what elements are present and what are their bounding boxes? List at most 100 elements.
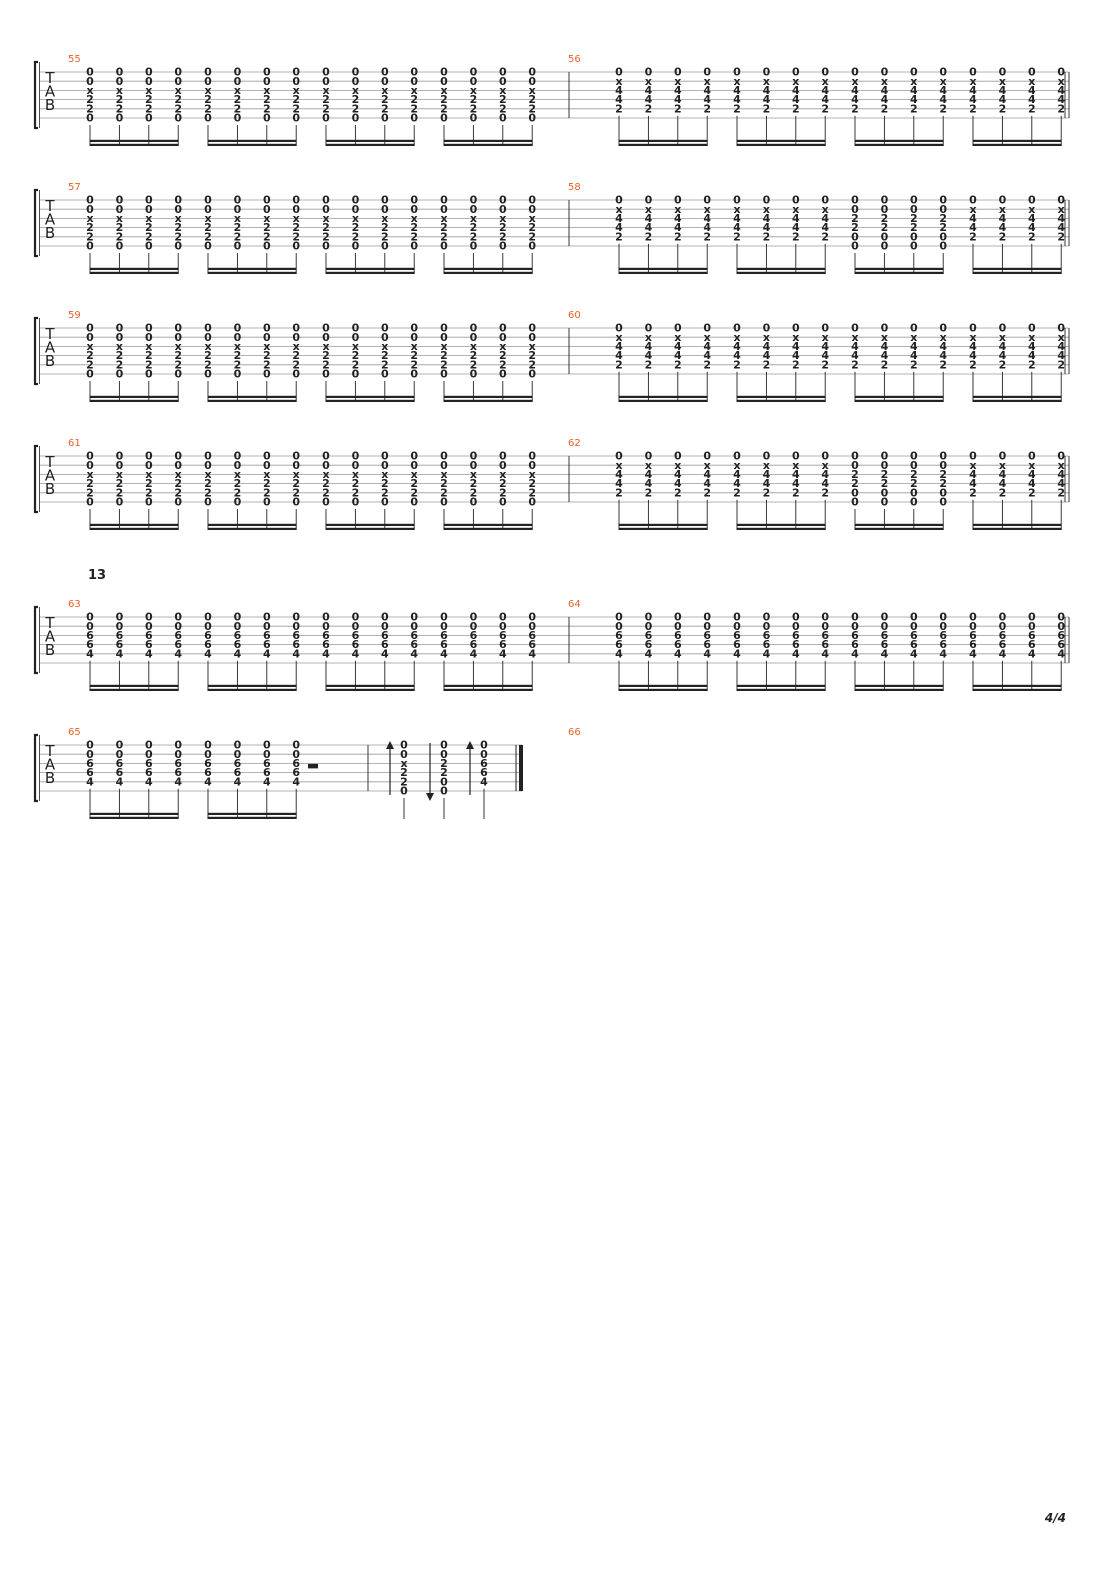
fret-number: 0 xyxy=(86,331,94,344)
beam xyxy=(207,684,297,687)
fret-number: 2 xyxy=(204,230,212,243)
fret-number: 2 xyxy=(528,477,536,490)
beam xyxy=(618,523,708,526)
fret-number: 6 xyxy=(204,629,212,642)
fret-number: 6 xyxy=(234,757,242,770)
fret-number: 2 xyxy=(86,221,94,234)
fret-number: 2 xyxy=(322,221,330,234)
beam xyxy=(89,688,179,691)
fret-number: x xyxy=(175,468,182,481)
fret-number: 0 xyxy=(263,322,271,335)
fret-number: x xyxy=(175,340,182,353)
fret-number: 4 xyxy=(851,349,859,362)
fret-number: 2 xyxy=(410,477,418,490)
fret-number: 6 xyxy=(528,638,536,651)
fret-number: x xyxy=(440,468,447,481)
fret-number: 0 xyxy=(851,450,859,463)
beam xyxy=(443,271,533,274)
fret-number: 2 xyxy=(910,477,918,490)
fret-number: 0 xyxy=(470,194,478,207)
fret-number: 2 xyxy=(528,358,536,371)
fret-number: 2 xyxy=(528,221,536,234)
fret-number: 0 xyxy=(352,322,360,335)
fret-number: 2 xyxy=(174,477,182,490)
fret-number: 2 xyxy=(440,102,448,115)
fret-number: 0 xyxy=(204,240,212,253)
fret-number: 0 xyxy=(733,620,741,633)
fret-number: 2 xyxy=(499,102,507,115)
fret-number: 0 xyxy=(381,450,389,463)
fret-number: 4 xyxy=(674,647,682,660)
fret-number: 0 xyxy=(440,66,448,79)
fret-number: 4 xyxy=(440,647,448,660)
beam xyxy=(325,395,415,398)
fret-number: 2 xyxy=(381,349,389,362)
fret-number: 0 xyxy=(410,322,418,335)
fret-number: 2 xyxy=(733,102,741,115)
fret-number: 0 xyxy=(999,322,1007,335)
fret-number: 0 xyxy=(969,194,977,207)
fret-number: 2 xyxy=(381,102,389,115)
fret-number: 0 xyxy=(352,368,360,381)
fret-number: 0 xyxy=(116,66,124,79)
fret-number: 4 xyxy=(763,93,771,106)
fret-number: x xyxy=(411,212,418,225)
fret-number: 2 xyxy=(116,349,124,362)
fret-number: x xyxy=(1028,203,1035,216)
fret-number: x xyxy=(86,468,93,481)
fret-number: 4 xyxy=(969,468,977,481)
fret-number: x xyxy=(733,331,740,344)
beam xyxy=(736,688,826,691)
fret-number: 0 xyxy=(480,748,488,761)
fret-number: 6 xyxy=(292,766,300,779)
fret-number: 0 xyxy=(881,496,889,509)
fret-number: 0 xyxy=(322,240,330,253)
fret-number: x xyxy=(204,212,211,225)
fret-number: 6 xyxy=(145,638,153,651)
fret-number: 0 xyxy=(145,739,153,752)
fret-number: 2 xyxy=(851,221,859,234)
fret-number: 2 xyxy=(86,102,94,115)
fret-number: x xyxy=(704,459,711,472)
fret-number: 2 xyxy=(292,358,300,371)
fret-number: 4 xyxy=(204,775,212,788)
beam xyxy=(443,139,533,142)
tab-clef-letter: A xyxy=(45,211,56,229)
fret-number: 0 xyxy=(499,203,507,216)
fret-number: 0 xyxy=(322,75,330,88)
fret-number: 2 xyxy=(292,486,300,499)
fret-number: 0 xyxy=(528,203,536,216)
tab-system: TAB5500x22000x22000x22000x22000x22000x22… xyxy=(33,54,1070,146)
fret-number: 0 xyxy=(999,66,1007,79)
fret-number: 0 xyxy=(470,450,478,463)
fret-number: 4 xyxy=(674,477,682,490)
fret-number: 0 xyxy=(470,459,478,472)
fret-number: 0 xyxy=(615,322,623,335)
fret-number: 2 xyxy=(470,221,478,234)
fret-number: x xyxy=(470,340,477,353)
fret-number: 0 xyxy=(763,611,771,624)
beam xyxy=(207,271,297,274)
fret-number: 0 xyxy=(234,322,242,335)
fret-number: 4 xyxy=(999,84,1007,97)
fret-number: 0 xyxy=(86,240,94,253)
fret-number: 0 xyxy=(645,66,653,79)
fret-number: 6 xyxy=(910,638,918,651)
fret-number: 0 xyxy=(910,620,918,633)
fret-number: 4 xyxy=(1028,84,1036,97)
fret-number: 2 xyxy=(381,486,389,499)
fret-number: 2 xyxy=(499,349,507,362)
fret-number: x xyxy=(86,84,93,97)
fret-number: 0 xyxy=(1057,322,1065,335)
fret-number: 2 xyxy=(116,93,124,106)
fret-number: 6 xyxy=(645,629,653,642)
fret-number: 2 xyxy=(381,358,389,371)
fret-number: 0 xyxy=(674,611,682,624)
fret-number: 0 xyxy=(352,331,360,344)
fret-number: 6 xyxy=(821,638,829,651)
fret-number: 0 xyxy=(674,66,682,79)
fret-number: 6 xyxy=(263,766,271,779)
tab-clef-letter: A xyxy=(45,467,56,485)
fret-number: 6 xyxy=(480,766,488,779)
beam xyxy=(618,143,708,146)
